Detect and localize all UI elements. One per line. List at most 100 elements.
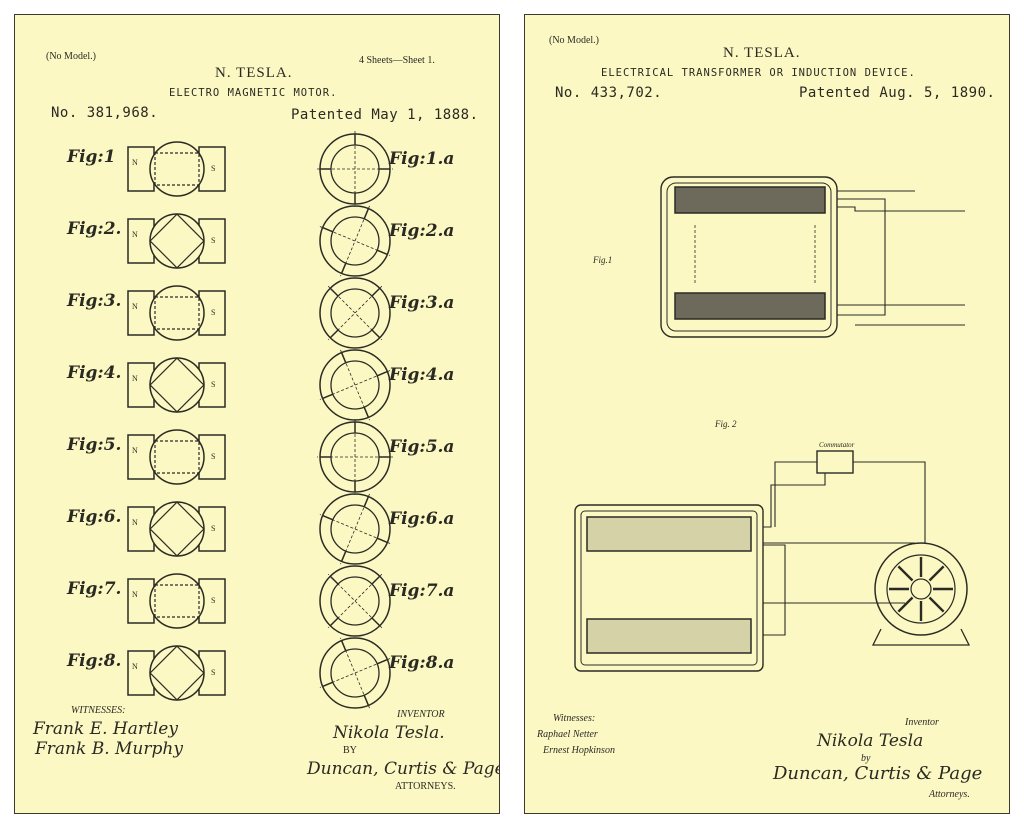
armature-circle bbox=[149, 213, 205, 269]
patent-title: ELECTRICAL TRANSFORMER OR INDUCTION DEVI… bbox=[601, 67, 916, 79]
patent-number: No. 433,702. bbox=[555, 85, 663, 101]
figure-label-left: Fig:1 bbox=[67, 147, 116, 167]
label-n: N bbox=[132, 662, 138, 671]
inventor-name: N. TESLA. bbox=[215, 65, 293, 81]
sheet-count: 4 Sheets—Sheet 1. bbox=[359, 55, 435, 66]
motor-pole bbox=[897, 565, 914, 582]
inventor-signature: Nikola Tesla bbox=[817, 731, 924, 751]
ring-outer bbox=[319, 493, 391, 565]
figure-label-right: Fig:4.a bbox=[389, 365, 455, 385]
motor-shaft bbox=[910, 578, 932, 600]
armature-core bbox=[149, 645, 205, 701]
attorneys-label: Attorneys. bbox=[929, 789, 970, 800]
armature-circle bbox=[149, 285, 205, 341]
armature-circle bbox=[149, 645, 205, 701]
figure-label-left: Fig:8. bbox=[67, 651, 122, 671]
witness-signature-1: Raphael Netter bbox=[537, 729, 598, 740]
transformer-core-outline bbox=[660, 176, 838, 338]
patent-date: Patented Aug. 5, 1890. bbox=[799, 85, 996, 101]
witness-signature-2: Frank B. Murphy bbox=[35, 739, 183, 759]
figure-label-right: Fig:5.a bbox=[389, 437, 455, 457]
label-s: S bbox=[211, 380, 215, 389]
motor-pole bbox=[928, 596, 945, 613]
patent-date: Patented May 1, 1888. bbox=[291, 107, 479, 123]
ring-inner bbox=[330, 360, 380, 410]
armature-core bbox=[154, 152, 200, 186]
ring-inner bbox=[330, 504, 380, 554]
axis-line bbox=[327, 573, 383, 629]
lower-coil bbox=[586, 618, 752, 654]
armature-core bbox=[154, 584, 200, 618]
witness-signature-1: Frank E. Hartley bbox=[33, 719, 178, 739]
inventor-name: N. TESLA. bbox=[723, 45, 801, 61]
witnesses-label: WITNESSES: bbox=[71, 705, 126, 716]
upper-coil bbox=[586, 516, 752, 552]
ring-inner bbox=[330, 576, 380, 626]
by-label: by bbox=[861, 753, 871, 764]
inventor-signature: Nikola Tesla. bbox=[333, 723, 445, 743]
motor-pole bbox=[928, 565, 945, 582]
figure-label-right: Fig:2.a bbox=[389, 221, 455, 241]
witnesses-label: Witnesses: bbox=[553, 713, 596, 724]
motor-inner-ring bbox=[886, 554, 956, 624]
label-s: S bbox=[211, 668, 215, 677]
ring-inner bbox=[330, 288, 380, 338]
primary-coil bbox=[674, 186, 826, 214]
motor-base bbox=[871, 628, 971, 646]
attorney-signature: Duncan, Curtis & Page bbox=[307, 759, 500, 779]
figure-label-right: Fig:7.a bbox=[389, 581, 455, 601]
axis-line bbox=[319, 514, 391, 544]
core-outline bbox=[574, 504, 764, 672]
label-n: N bbox=[132, 158, 138, 167]
motor-housing bbox=[874, 542, 968, 636]
ring-outer bbox=[319, 565, 391, 637]
figure-label-right: Fig:3.a bbox=[389, 293, 455, 313]
armature-core bbox=[149, 213, 205, 269]
attorneys-label: ATTORNEYS. bbox=[395, 781, 456, 792]
figure-label-left: Fig:3. bbox=[67, 291, 122, 311]
commutator-label: Commutator bbox=[819, 441, 855, 449]
armature-circle bbox=[149, 357, 205, 413]
ring-outer bbox=[319, 205, 391, 277]
figure-label-left: Fig:4. bbox=[67, 363, 122, 383]
inventor-label: Inventor bbox=[905, 717, 939, 728]
ring-outer bbox=[319, 277, 391, 349]
label-s: S bbox=[211, 236, 215, 245]
motor-pole bbox=[897, 596, 914, 613]
figure-label-left: Fig:5. bbox=[67, 435, 122, 455]
label-n: N bbox=[132, 446, 138, 455]
axis-line bbox=[340, 205, 370, 277]
winding-leads bbox=[837, 190, 965, 326]
armature-core bbox=[154, 440, 200, 474]
axis-line bbox=[319, 370, 391, 400]
transformer-core-inner bbox=[666, 182, 832, 332]
witness-signature-2: Ernest Hopkinson bbox=[543, 745, 615, 756]
ring-inner bbox=[330, 648, 380, 698]
label-s: S bbox=[211, 596, 215, 605]
figure-label-right: Fig:1.a bbox=[389, 149, 455, 169]
label-s: S bbox=[211, 452, 215, 461]
model-note: (No Model.) bbox=[549, 35, 599, 46]
inventor-label: INVENTOR bbox=[397, 709, 445, 720]
label-n: N bbox=[132, 230, 138, 239]
transformer-figures-drawing bbox=[574, 176, 971, 672]
patent-title: ELECTRO MAGNETIC MOTOR. bbox=[169, 87, 338, 99]
patent-sheet-electro-magnetic-motor: (No Model.) 4 Sheets—Sheet 1. N. TESLA. … bbox=[14, 14, 500, 814]
figure-label-left: Fig:6. bbox=[67, 507, 122, 527]
figure-label-right: Fig:8.a bbox=[389, 653, 455, 673]
armature-circle bbox=[149, 501, 205, 557]
by-label: BY bbox=[343, 745, 357, 756]
armature-circle bbox=[149, 141, 205, 197]
figure-label-left: Fig:7. bbox=[67, 579, 122, 599]
attorney-signature: Duncan, Curtis & Page bbox=[773, 763, 983, 784]
label-s: S bbox=[211, 308, 215, 317]
label-s: S bbox=[211, 164, 215, 173]
axis-line bbox=[327, 285, 383, 341]
label-n: N bbox=[132, 302, 138, 311]
ring-inner bbox=[330, 216, 380, 266]
axis-line bbox=[340, 637, 370, 709]
figure-label-left: Fig:2. bbox=[67, 219, 122, 239]
label-n: N bbox=[132, 518, 138, 527]
commutator-box bbox=[816, 450, 854, 474]
fig-1-label: Fig.1 bbox=[593, 255, 613, 265]
